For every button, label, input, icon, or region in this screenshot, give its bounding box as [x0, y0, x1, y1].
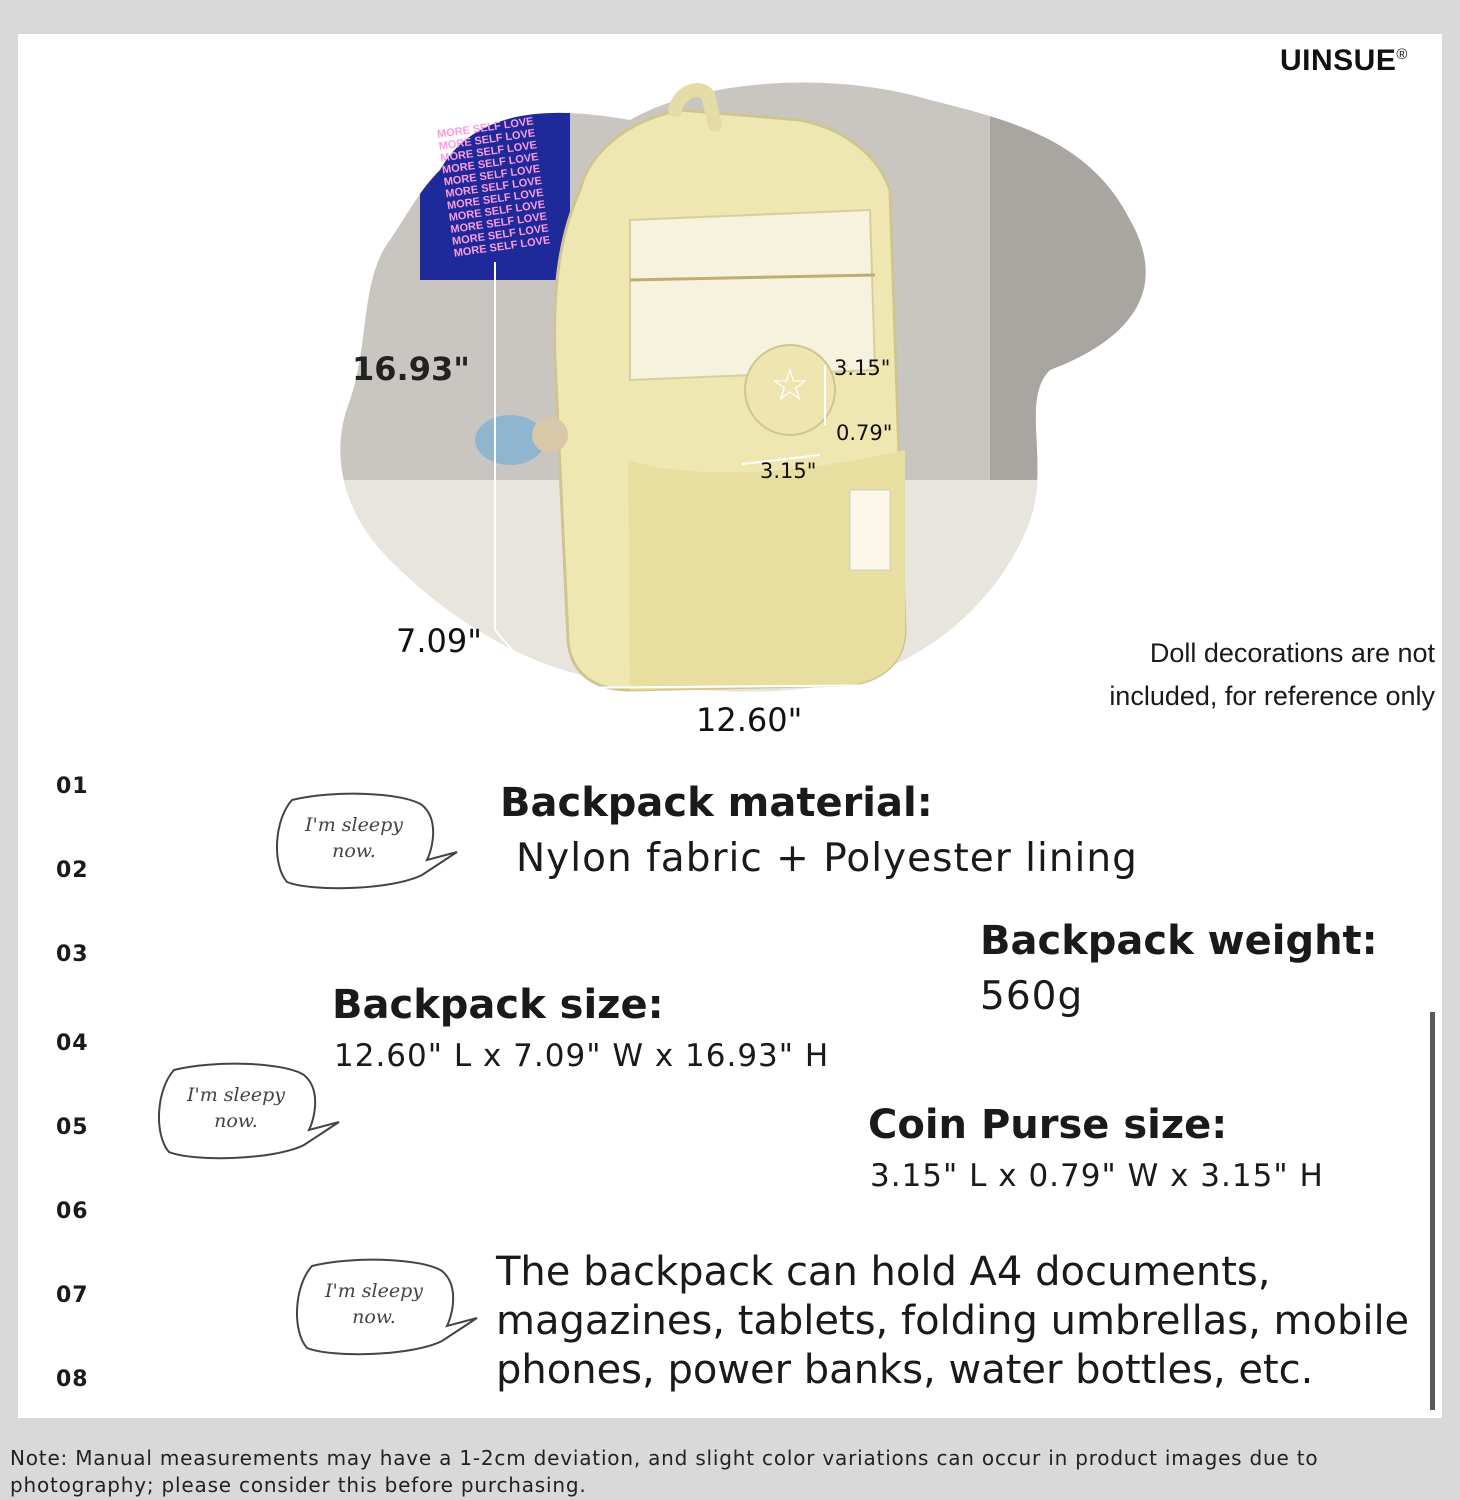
size-heading: Backpack size: [332, 982, 664, 1028]
backpack-photo: ☆ [340, 82, 1146, 692]
measurement-note: Note: Manual measurements may have a 1-2… [10, 1446, 1319, 1497]
coin-length-label: 3.15" [760, 459, 817, 483]
svg-text:☆: ☆ [770, 360, 809, 411]
material-heading: Backpack material: [500, 780, 933, 826]
width-label: 7.09" [396, 622, 482, 660]
weight-value: 560g [980, 974, 1084, 1019]
material-value: Nylon fabric + Polyester lining [516, 836, 1138, 881]
row-number: 02 [56, 858, 89, 883]
coin-width-label: 0.79" [836, 421, 893, 445]
row-number: 05 [56, 1115, 89, 1140]
row-number: 06 [56, 1199, 89, 1224]
row-number: 08 [56, 1367, 89, 1392]
divider-line [1430, 1012, 1435, 1410]
size-value: 12.60" L x 7.09" W x 16.93" H [334, 1038, 830, 1074]
coin-purse-heading: Coin Purse size: [868, 1102, 1228, 1148]
brand-logo: UINSUE® [1280, 44, 1408, 77]
length-label: 12.60" [696, 701, 803, 739]
coin-height-label: 3.15" [834, 356, 891, 380]
row-number: 07 [56, 1283, 89, 1308]
coin-purse-value: 3.15" L x 0.79" W x 3.15" H [870, 1158, 1324, 1194]
weight-heading: Backpack weight: [980, 918, 1378, 964]
row-number: 01 [56, 774, 89, 799]
height-label: 16.93" [352, 350, 470, 388]
doll-note: Doll decorations are not included, for r… [1109, 638, 1435, 711]
row-number: 04 [56, 1031, 89, 1056]
capacity-description: The backpack can hold A4 documents, maga… [496, 1249, 1410, 1393]
row-number: 03 [56, 942, 89, 967]
